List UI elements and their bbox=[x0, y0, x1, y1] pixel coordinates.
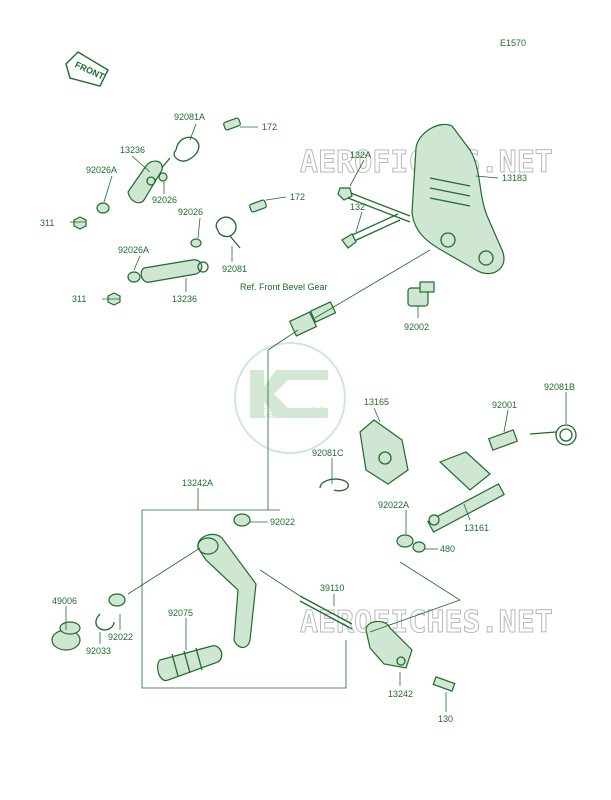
label-92022a: 92022A bbox=[378, 500, 409, 510]
nut-311-upper bbox=[73, 216, 87, 230]
label-92026-middle: 92026 bbox=[178, 207, 203, 217]
shaft-13161 bbox=[427, 451, 505, 533]
label-39110: 39110 bbox=[320, 583, 344, 593]
washer-92022-lower bbox=[108, 593, 126, 607]
label-13183: 13183 bbox=[502, 173, 527, 183]
bolt-172-upper bbox=[223, 117, 241, 131]
label-13242: 13242 bbox=[388, 689, 413, 699]
label-49006: 49006 bbox=[52, 596, 77, 606]
label-13236-lower: 13236 bbox=[172, 294, 197, 304]
washer-92026-lower bbox=[190, 238, 202, 248]
label-92033: 92033 bbox=[86, 646, 111, 656]
label-92022-lower: 92022 bbox=[108, 632, 133, 642]
diagram-code: E1570 bbox=[500, 38, 526, 48]
label-172-lower: 172 bbox=[290, 192, 305, 202]
bolt-172-lower bbox=[249, 199, 267, 213]
washer-92026a-lower bbox=[127, 271, 141, 283]
label-92081: 92081 bbox=[222, 264, 247, 274]
label-480: 480 bbox=[440, 544, 455, 554]
front-arrow-icon: FRONT bbox=[65, 51, 109, 87]
label-13161: 13161 bbox=[464, 523, 489, 533]
bolt-130 bbox=[432, 676, 456, 692]
label-311-lower: 311 bbox=[72, 294, 86, 304]
label-92081a: 92081A bbox=[174, 112, 205, 122]
kawasaki-logo: Kawasaki bbox=[234, 342, 346, 454]
logo-text: Kawasaki bbox=[256, 405, 324, 422]
washer-480 bbox=[412, 541, 426, 553]
lever-13236-lower bbox=[140, 259, 209, 283]
foot-peg-rubber bbox=[156, 645, 223, 682]
label-13165: 13165 bbox=[364, 397, 389, 407]
label-92002: 92002 bbox=[404, 322, 429, 332]
label-92001: 92001 bbox=[492, 400, 517, 410]
label-92081c: 92081C bbox=[312, 448, 344, 458]
label-92026-upper: 92026 bbox=[152, 195, 177, 205]
cap-49006 bbox=[51, 621, 81, 651]
circlip-92033 bbox=[95, 613, 115, 631]
shift-rod-39110 bbox=[299, 595, 353, 630]
seal-92022a bbox=[396, 534, 414, 548]
label-92026a-lower: 92026A bbox=[118, 245, 149, 255]
leader-lines bbox=[65, 123, 567, 712]
bolt-132 bbox=[341, 213, 401, 249]
label-130: 130 bbox=[438, 714, 453, 724]
label-92026a-upper: 92026A bbox=[86, 165, 117, 175]
washer-92026-upper bbox=[158, 172, 168, 182]
washer-92026a-upper bbox=[96, 202, 110, 214]
lever-13236-upper bbox=[127, 160, 163, 204]
plug-92002 bbox=[407, 281, 435, 307]
spring-92081 bbox=[215, 216, 241, 249]
spring-92081a bbox=[159, 136, 200, 171]
plate-13165 bbox=[359, 419, 409, 485]
label-132: 132 bbox=[350, 202, 365, 212]
label-172-upper: 172 bbox=[262, 122, 277, 132]
label-13236-upper: 13236 bbox=[120, 145, 145, 155]
label-92081b: 92081B bbox=[544, 382, 575, 392]
label-92022-upper: 92022 bbox=[270, 517, 295, 527]
watermark-bottom: AEROFICHES.NET bbox=[300, 605, 553, 640]
assembly-bracket bbox=[141, 509, 347, 689]
label-ref-front-bevel-gear: Ref. Front Bevel Gear bbox=[240, 282, 328, 292]
bolt-132a bbox=[337, 187, 411, 223]
pin-92001 bbox=[487, 429, 519, 451]
bracket-13183 bbox=[411, 123, 505, 275]
pedal-arm-92075 bbox=[197, 533, 257, 649]
label-13242a: 13242A bbox=[182, 478, 213, 488]
washer-92022-upper bbox=[233, 513, 251, 527]
label-132a: 132A bbox=[350, 150, 371, 160]
label-311-upper: 311 bbox=[40, 218, 54, 228]
rod-end-13242 bbox=[365, 620, 413, 669]
clip-92081c bbox=[319, 478, 349, 492]
label-92075: 92075 bbox=[168, 608, 193, 618]
spring-92081b bbox=[529, 424, 577, 446]
